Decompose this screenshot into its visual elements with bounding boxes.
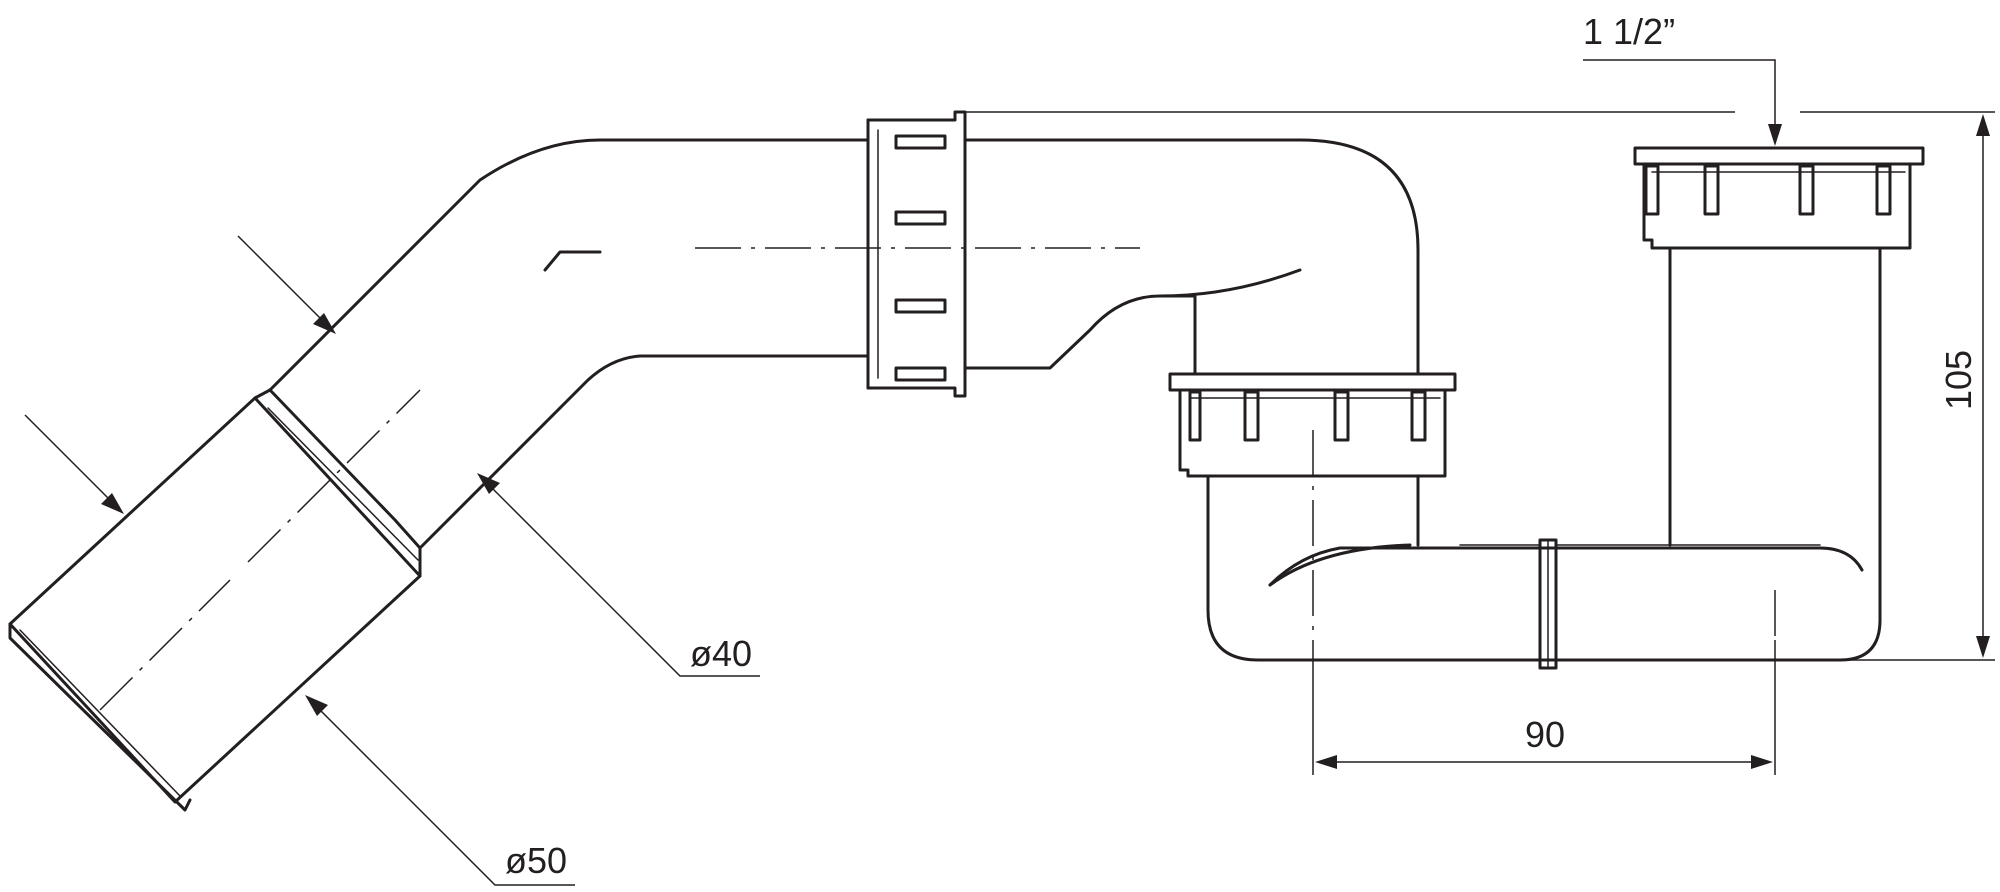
diameter-50-label: ø50	[505, 840, 567, 881]
diameter-40-label: ø40	[690, 633, 752, 674]
angled-outlet-pipe	[99, 138, 1140, 711]
height-label: 105	[1938, 350, 1979, 410]
dimension-diameter-50: ø50	[24, 414, 575, 886]
reducer-sleeve	[8, 388, 422, 812]
u-bend	[1206, 248, 1882, 670]
trap-upper-arm	[963, 138, 1420, 376]
dimension-width: 90	[1312, 640, 1776, 775]
thread-size-label: 1 1/2”	[1583, 11, 1675, 52]
union-nut-right	[1633, 146, 1925, 250]
union-nut-middle	[1168, 372, 1457, 478]
dimension-thread-size: 1 1/2”	[1583, 11, 1782, 146]
dimension-height: 105	[955, 111, 1995, 661]
union-nut-left	[866, 110, 967, 398]
dimension-diameter-40: ø40	[237, 235, 760, 677]
width-label: 90	[1525, 714, 1565, 755]
